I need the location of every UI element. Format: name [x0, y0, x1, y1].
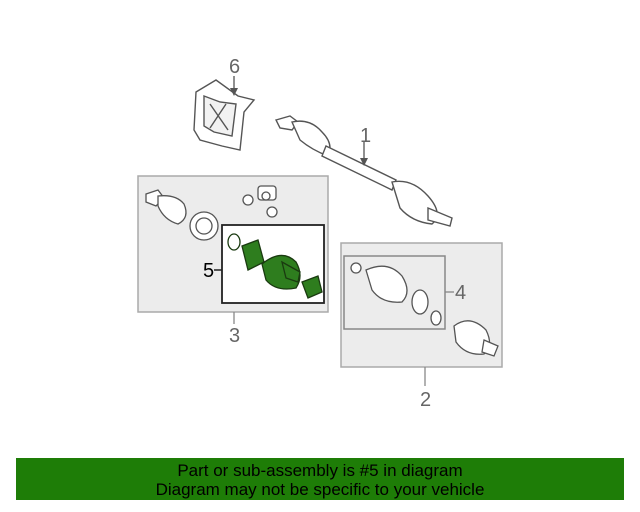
callout-2: 2	[420, 389, 431, 411]
callout-1: 1	[360, 125, 371, 147]
axle-shaft-part-1	[274, 115, 453, 227]
boot-kit-part-5	[227, 233, 323, 299]
info-banner: Part or sub-assembly is #5 in diagram Di…	[16, 458, 624, 500]
callout-4: 4	[455, 282, 466, 304]
banner-line-2: Diagram may not be specific to your vehi…	[155, 480, 485, 499]
callout-6: 6	[229, 56, 240, 78]
outer-joint-parts	[145, 185, 278, 241]
callout-5: 5	[203, 260, 214, 282]
parts-diagram: 6 1 5 4 3 2	[137, 56, 503, 411]
callout-3: 3	[229, 325, 240, 347]
heat-shield-part-6	[193, 79, 256, 151]
inner-joint-parts	[350, 262, 499, 357]
banner-line-1: Part or sub-assembly is #5 in diagram	[177, 461, 463, 480]
